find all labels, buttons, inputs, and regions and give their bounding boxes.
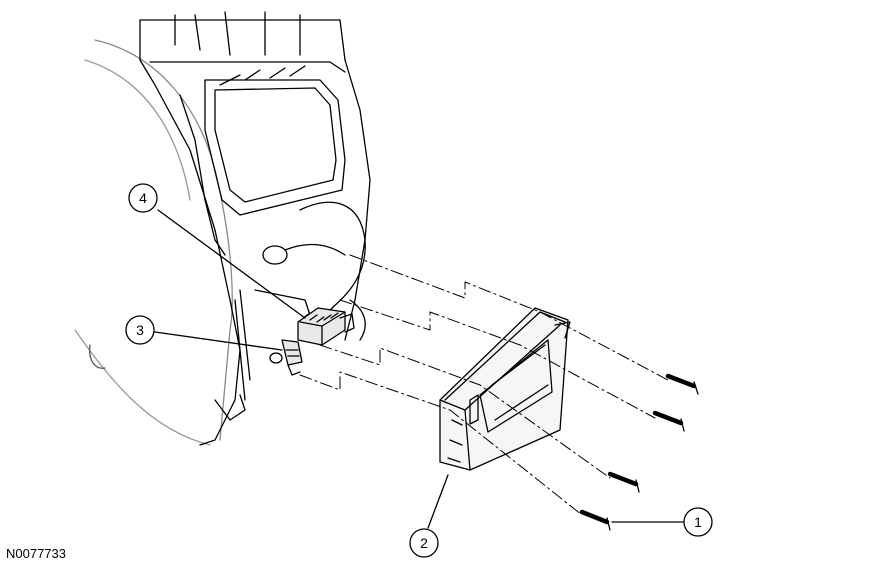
callout-3-label: 3 xyxy=(136,322,144,338)
callout-4-label: 4 xyxy=(139,190,147,206)
callout-2: 2 xyxy=(409,528,439,558)
figure-id: N0077733 xyxy=(6,546,66,561)
leader-line-3 xyxy=(154,331,283,351)
alignment-lines xyxy=(299,254,669,516)
callout-2-label: 2 xyxy=(420,535,428,551)
electrical-connector-part xyxy=(297,307,355,346)
connector-part xyxy=(269,339,303,376)
callout-4: 4 xyxy=(128,183,158,213)
callout-3: 3 xyxy=(125,315,155,345)
module-part xyxy=(439,307,571,471)
callout-1-label: 1 xyxy=(694,514,702,530)
leader-line-4 xyxy=(157,209,306,319)
leader-line-2 xyxy=(427,474,449,529)
console-housing xyxy=(74,11,371,446)
callout-1: 1 xyxy=(683,507,713,537)
screw-upper-right xyxy=(665,373,699,395)
screw-lower xyxy=(579,509,611,531)
screw-middle-right xyxy=(652,410,685,432)
screw-middle-lower xyxy=(607,471,640,493)
